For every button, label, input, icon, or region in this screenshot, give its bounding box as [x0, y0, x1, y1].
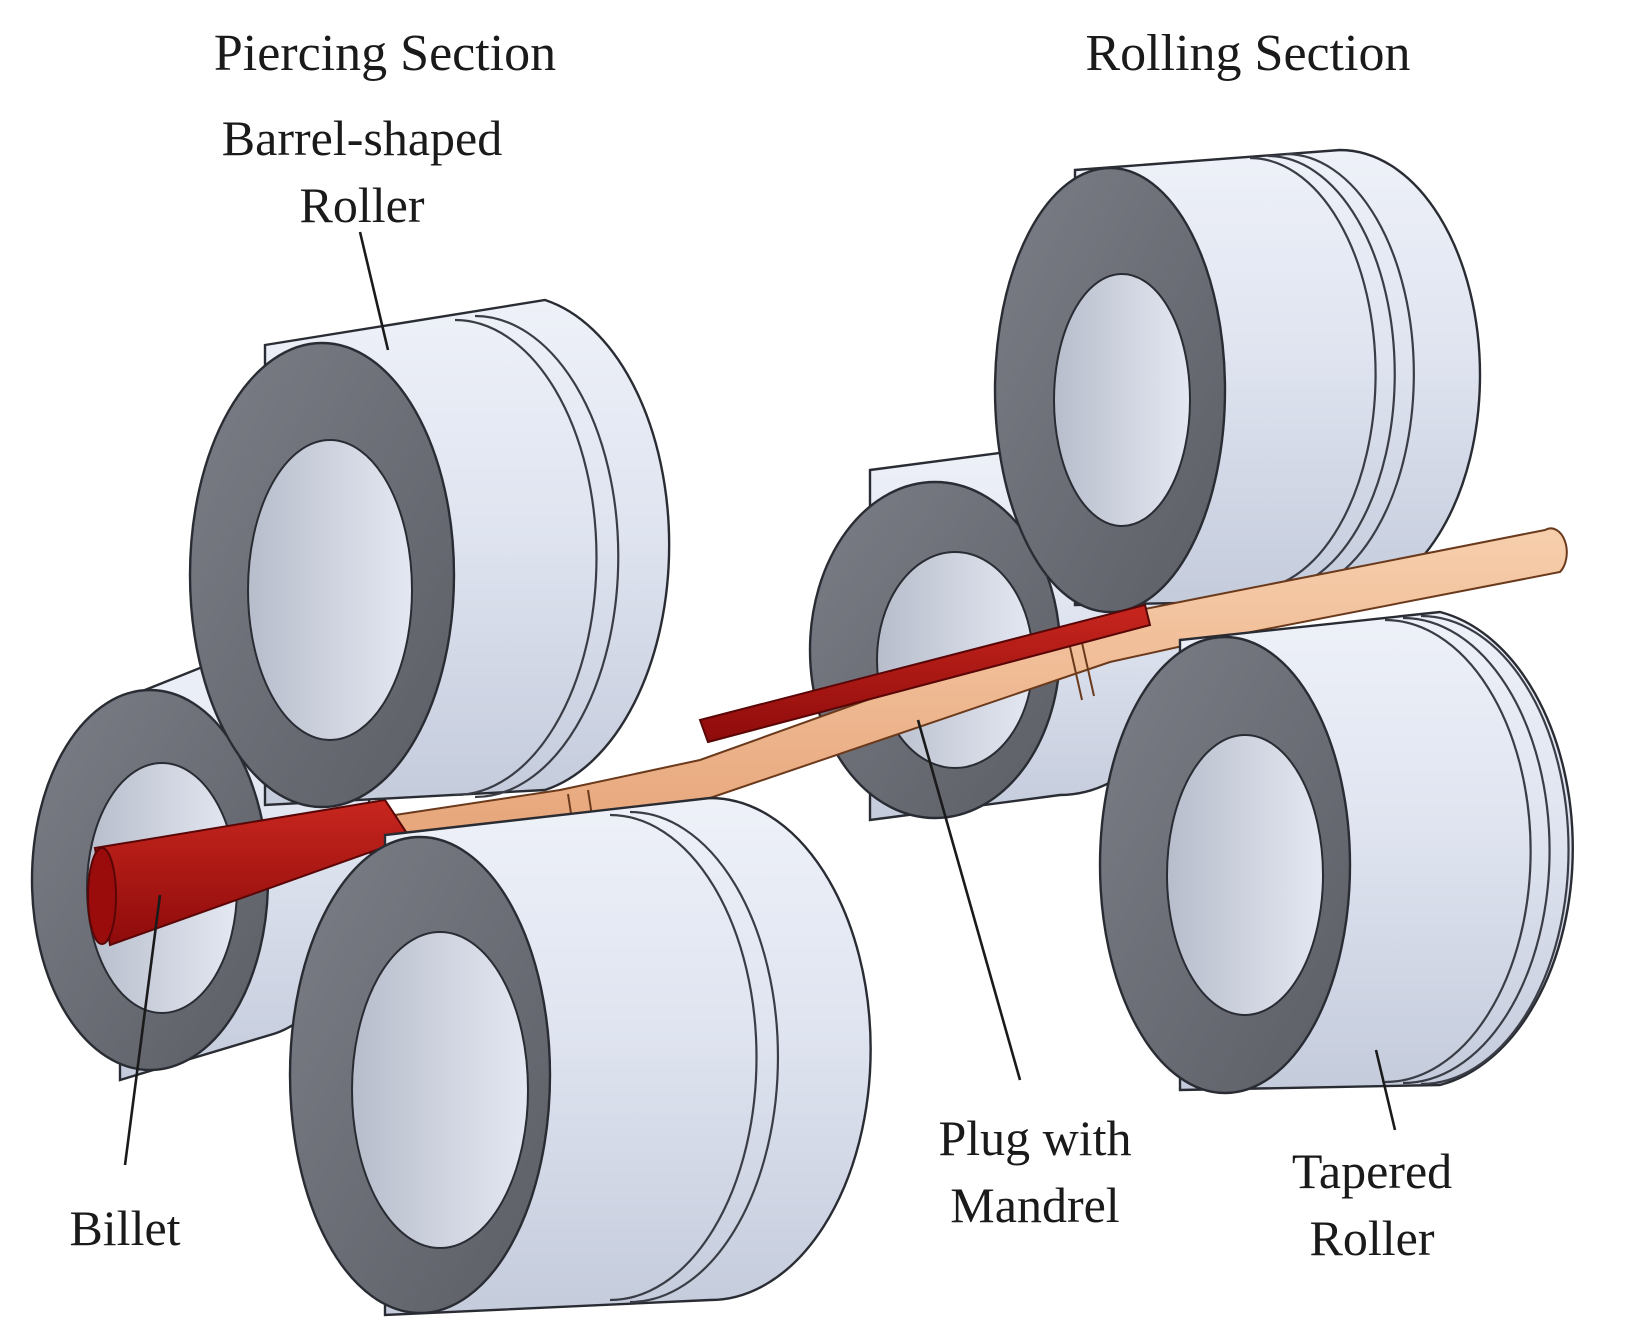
piercing-bottom-roller	[288, 796, 872, 1317]
billet	[87, 798, 412, 947]
barrel-roller-label-line1: Barrel-shaped	[222, 110, 502, 166]
barrel-roller	[188, 298, 671, 809]
tapered-roller-label-line2: Roller	[1310, 1210, 1435, 1266]
plug-leader	[916, 719, 1022, 1081]
barrel-roller-leader	[358, 231, 390, 351]
tapered-roller	[1098, 610, 1574, 1095]
rolling-top-roller	[993, 148, 1482, 614]
plug-label-line2: Mandrel	[950, 1177, 1119, 1233]
billet-label: Billet	[69, 1200, 180, 1256]
rolling-section-label: Rolling Section	[1086, 25, 1411, 82]
plug-mandrel	[393, 527, 1568, 842]
billet-leader	[123, 894, 162, 1166]
tapered-roller-leader	[1374, 1049, 1397, 1131]
plug-label-line1: Plug with	[938, 1110, 1131, 1166]
barrel-roller-label-line2: Roller	[300, 177, 425, 233]
billet-tube	[698, 603, 1152, 744]
tapered-roller-label-line1: Tapered	[1292, 1143, 1452, 1199]
piercing-section-label: Piercing Section	[214, 25, 556, 82]
